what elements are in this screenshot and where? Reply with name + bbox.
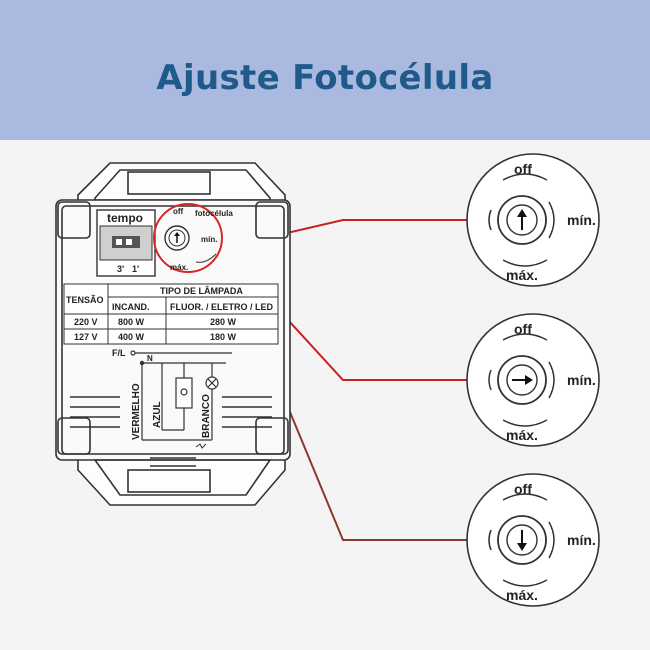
page-title: Ajuste Fotocélula [156, 58, 494, 98]
dial-arc-left [488, 369, 492, 391]
dial-1: off mín. máx. [466, 153, 600, 287]
dial-arc-right [548, 521, 555, 559]
col-fluor: FLUOR. / ELETRO / LED [170, 302, 273, 312]
device-min-label: mín. [201, 235, 217, 244]
dial-2: off mín. máx. [466, 313, 600, 447]
dial-min-label: mín. [567, 372, 596, 388]
wiring-labels: F/L N VERMELHO AZUL BRANCO [112, 348, 212, 440]
tempo-mark-3: 3' [117, 264, 124, 274]
detail-dials: off mín. máx. off mín. máx. off mín. máx. [466, 153, 600, 607]
dial-min-label: mín. [567, 532, 596, 548]
device-max-label: máx. [170, 263, 188, 272]
label-azul: AZUL [152, 401, 163, 428]
row-220-fluor: 280 W [210, 317, 237, 327]
col-tensao: TENSÃO [66, 295, 104, 305]
dial-arc-bottom [502, 419, 548, 427]
dial-arc-left [488, 529, 492, 551]
row-220-incand: 800 W [118, 317, 145, 327]
dial-off-label: off [514, 321, 532, 337]
dial-max-label: máx. [506, 267, 538, 283]
dial-arc-top [502, 173, 548, 181]
col-tipo-lampada: TIPO DE LÂMPADA [160, 285, 243, 296]
row-127-tensao: 127 V [74, 332, 98, 342]
device-off-label: off [173, 207, 184, 216]
col-incand: INCAND. [112, 302, 150, 312]
label-fl: F/L [112, 348, 126, 358]
dial-arc-top [502, 493, 548, 501]
up-arrow-icon [517, 209, 527, 230]
label-branco: BRANCO [201, 394, 212, 438]
dial-3: off mín. máx. [466, 473, 600, 607]
label-n: N [147, 354, 153, 363]
wiring-schematic [130, 350, 232, 449]
dial-max-label: máx. [506, 427, 538, 443]
dial-arc-right [548, 201, 555, 239]
dial-arc-left [488, 209, 492, 231]
row-127-fluor: 180 W [210, 332, 237, 342]
device-dial: off fotocélula mín. máx. [153, 203, 233, 273]
dial-min-label: mín. [567, 212, 596, 228]
label-vermelho: VERMELHO [131, 383, 142, 440]
header-banner [0, 0, 650, 140]
dial-off-label: off [514, 481, 532, 497]
dial-arc-bottom [502, 579, 548, 587]
row-220-tensao: 220 V [74, 317, 98, 327]
tempo-label: tempo [107, 211, 143, 225]
dial-arc-right [548, 361, 555, 399]
row-127-incand: 400 W [118, 332, 145, 342]
lamp-table [63, 283, 279, 345]
down-arrow-icon [517, 530, 527, 551]
dial-off-label: off [514, 161, 532, 177]
dial-max-label: máx. [506, 587, 538, 603]
lamp-table-text: TENSÃO TIPO DE LÂMPADA INCAND. FLUOR. / … [66, 285, 273, 342]
dial-highlight-circle [153, 203, 223, 273]
tempo-mark-1: 1' [132, 264, 139, 274]
tempo-module: tempo 3' 1' [96, 209, 156, 277]
dial-arc-bottom [502, 259, 548, 267]
right-arrow-icon [512, 375, 533, 385]
device-fotocelula-label: fotocélula [195, 209, 233, 218]
dial-arc-top [502, 333, 548, 341]
